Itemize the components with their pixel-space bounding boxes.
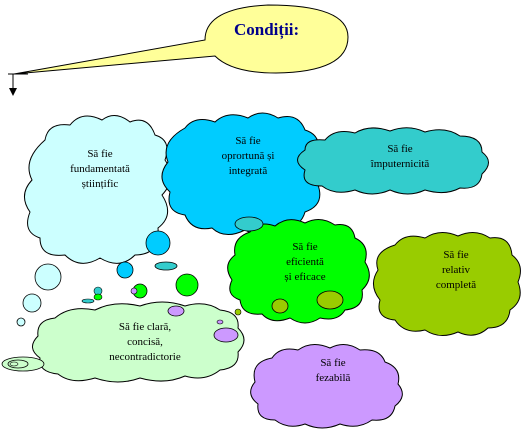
bubble-12 [93,293,103,301]
bubble-10 [130,287,138,295]
bubble-5 [34,263,62,291]
bubble-15 [234,308,242,316]
cloud-label-imputernicita: Să fie împuternicită [350,142,450,172]
label-line: completă [435,279,477,291]
label-line: eficientă [286,256,324,268]
cloud-imputernicita [297,127,489,195]
label-line: Să fie [292,241,318,253]
cloud-fezabila [250,344,403,429]
label-line: integrată [228,165,268,177]
bubble-4 [154,261,178,271]
cloud-label-oportuna: Să fie oprortună și integrată [198,134,298,179]
label-line: Să fie [443,249,469,261]
label-line: fezabilă [315,372,351,384]
bubble-6 [22,293,42,313]
bubble-16 [213,327,239,343]
bubble-1 [145,230,171,256]
cloud-label-completa: Să fie relativ completă [406,248,506,293]
bubble-3 [116,261,134,279]
label-line: împuternicită [370,158,430,170]
label-line: necontradictorie [109,351,181,363]
bubble-19 [316,290,344,310]
cloud-label-fezabila: Să fie fezabilă [283,356,383,386]
label-line: științific [81,178,119,190]
title-callout [13,4,349,75]
callout-shape [13,4,349,75]
label-line: oprortună și [221,150,275,162]
thought-bubbles [1,216,344,372]
cloud-fundamentata [24,115,172,264]
label-line: concisă, [127,336,163,348]
bubble-17 [216,319,224,325]
bubble-18 [271,298,289,314]
label-line: Să fie [320,357,346,369]
cloud-completa [373,232,521,336]
label-line: relativ [441,264,471,276]
diagram-title: Condiții: [234,20,300,39]
bubble-7 [16,317,26,327]
label-line: fundamentată [70,163,130,175]
callout-pointer [8,73,28,96]
cloud-label-clara: Să fie clară, concisă, necontradictorie [90,320,200,365]
label-line: și eficace [284,271,326,283]
bubble-2 [234,216,264,232]
bubble-14 [167,305,185,317]
label-line: Să fie [235,135,261,147]
cloud-label-fundamentata: Să fie fundamentată științific [50,147,150,192]
bubble-22 [9,361,19,367]
bubble-13 [81,298,95,304]
cloud-label-eficienta: Să fie eficientă și eficace [255,240,355,285]
label-line: Să fie clară, [118,321,172,333]
label-line: Să fie [87,148,113,160]
label-line: Să fie [387,143,413,155]
cloud-oportuna [161,112,325,235]
bubble-8 [175,273,199,297]
